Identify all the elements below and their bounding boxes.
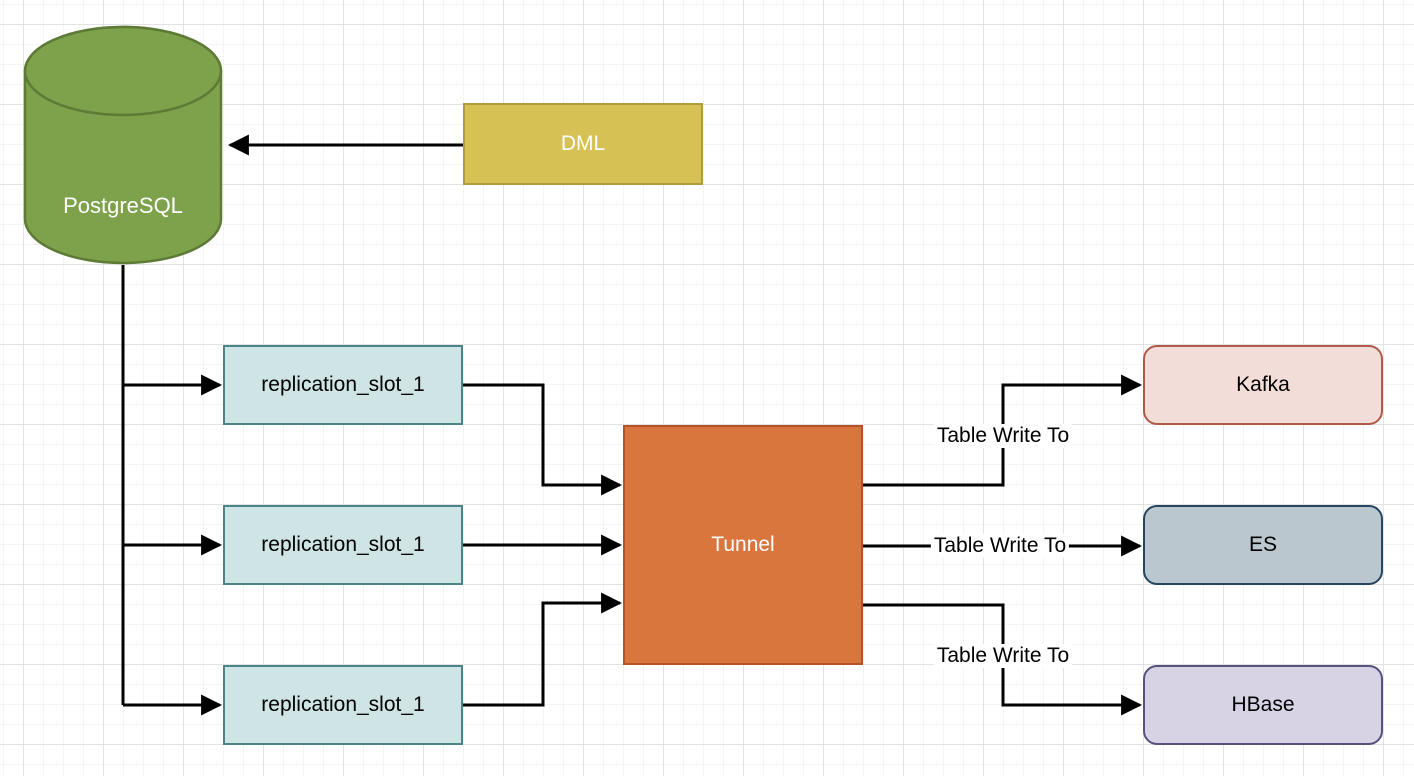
node-tunnel: Tunnel [623,425,863,665]
node-hbase: HBase [1143,665,1383,745]
node-kafka-label: Kafka [1236,373,1290,396]
edge-label-table-write-to-hbase: Table Write To [933,644,1073,668]
node-dml-label: DML [560,132,606,155]
database-cylinder-icon [23,25,223,265]
node-kafka: Kafka [1143,345,1383,425]
edge-slot3-to-tunnel [463,592,623,707]
node-replication-slot-2-label: replication_slot_1 [261,533,425,556]
node-replication-slot-2: replication_slot_1 [223,505,463,585]
edge-label-table-write-to-es: Table Write To [930,534,1070,558]
node-hbase-label: HBase [1231,693,1295,716]
node-dml: DML [463,103,703,185]
node-es-label: ES [1248,533,1277,556]
node-es: ES [1143,505,1383,585]
edge-label-table-write-to-kafka: Table Write To [933,424,1073,448]
node-replication-slot-1: replication_slot_1 [223,345,463,425]
edge-slot1-to-tunnel [463,383,623,496]
node-postgresql-label: PostgreSQL [63,193,183,218]
node-postgresql: PostgreSQL [23,25,223,265]
node-replication-slot-3: replication_slot_1 [223,665,463,745]
node-tunnel-label: Tunnel [711,533,775,556]
node-replication-slot-1-label: replication_slot_1 [261,373,425,396]
node-replication-slot-3-label: replication_slot_1 [261,693,425,716]
